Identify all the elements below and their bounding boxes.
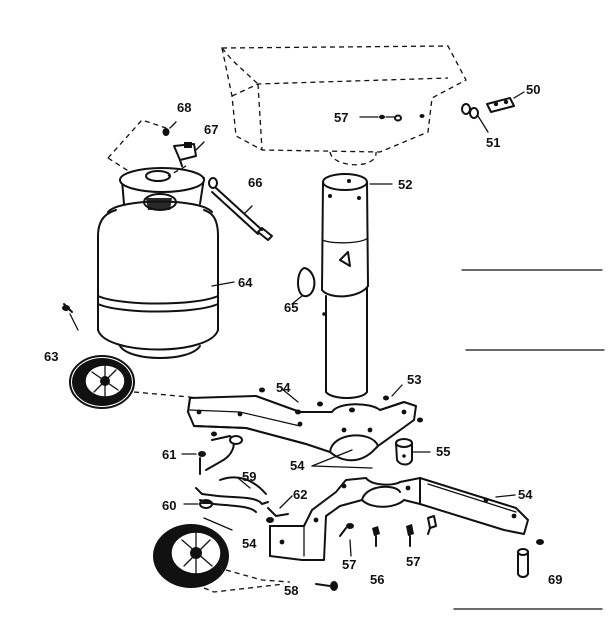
tank-valve — [107, 119, 205, 177]
callout-59: 59 — [242, 469, 256, 484]
callout-66: 66 — [248, 175, 262, 190]
callout-69: 69 — [548, 572, 562, 587]
wheel-upper — [62, 303, 201, 409]
callout-64: 64 — [238, 275, 253, 290]
bushing — [395, 438, 431, 466]
lower-frame — [266, 477, 529, 561]
callout-65: 65 — [284, 300, 298, 315]
clamp-bracket — [195, 435, 269, 513]
text-rules — [453, 269, 605, 610]
callout-50: 50 — [526, 82, 540, 97]
propane-tank — [97, 167, 219, 359]
callout-54-frame-left: 54 — [276, 380, 291, 395]
callout-54-right: 54 — [518, 487, 533, 502]
callout-57-lower-right: 57 — [406, 554, 420, 569]
callout-67: 67 — [204, 122, 218, 137]
callout-68: 68 — [177, 100, 191, 115]
hardware — [315, 515, 544, 591]
wheel-lower — [153, 517, 291, 593]
callouts: 50 51 52 53 54 54 54 54 55 56 57 57 57 5… — [44, 82, 562, 598]
head-screws — [359, 114, 425, 122]
support-post — [321, 173, 369, 399]
callout-57-lower-left: 57 — [342, 557, 356, 572]
callout-62: 62 — [293, 487, 307, 502]
callout-52: 52 — [398, 177, 412, 192]
callout-58: 58 — [284, 583, 298, 598]
callout-55: 55 — [436, 444, 450, 459]
callout-57-head: 57 — [334, 110, 348, 125]
callout-51: 51 — [486, 135, 500, 150]
regulator-hose — [208, 177, 316, 305]
callout-61: 61 — [162, 447, 176, 462]
valve-bracket — [461, 91, 525, 133]
callout-56: 56 — [370, 572, 384, 587]
callout-60: 60 — [162, 498, 176, 513]
callout-63: 63 — [44, 349, 58, 364]
callout-54-lower: 54 — [242, 536, 257, 551]
leader-lines — [181, 183, 516, 557]
grill-head-outline — [221, 45, 467, 166]
callout-54-center: 54 — [290, 458, 305, 473]
upper-frame — [187, 387, 423, 462]
callout-53: 53 — [407, 372, 421, 387]
